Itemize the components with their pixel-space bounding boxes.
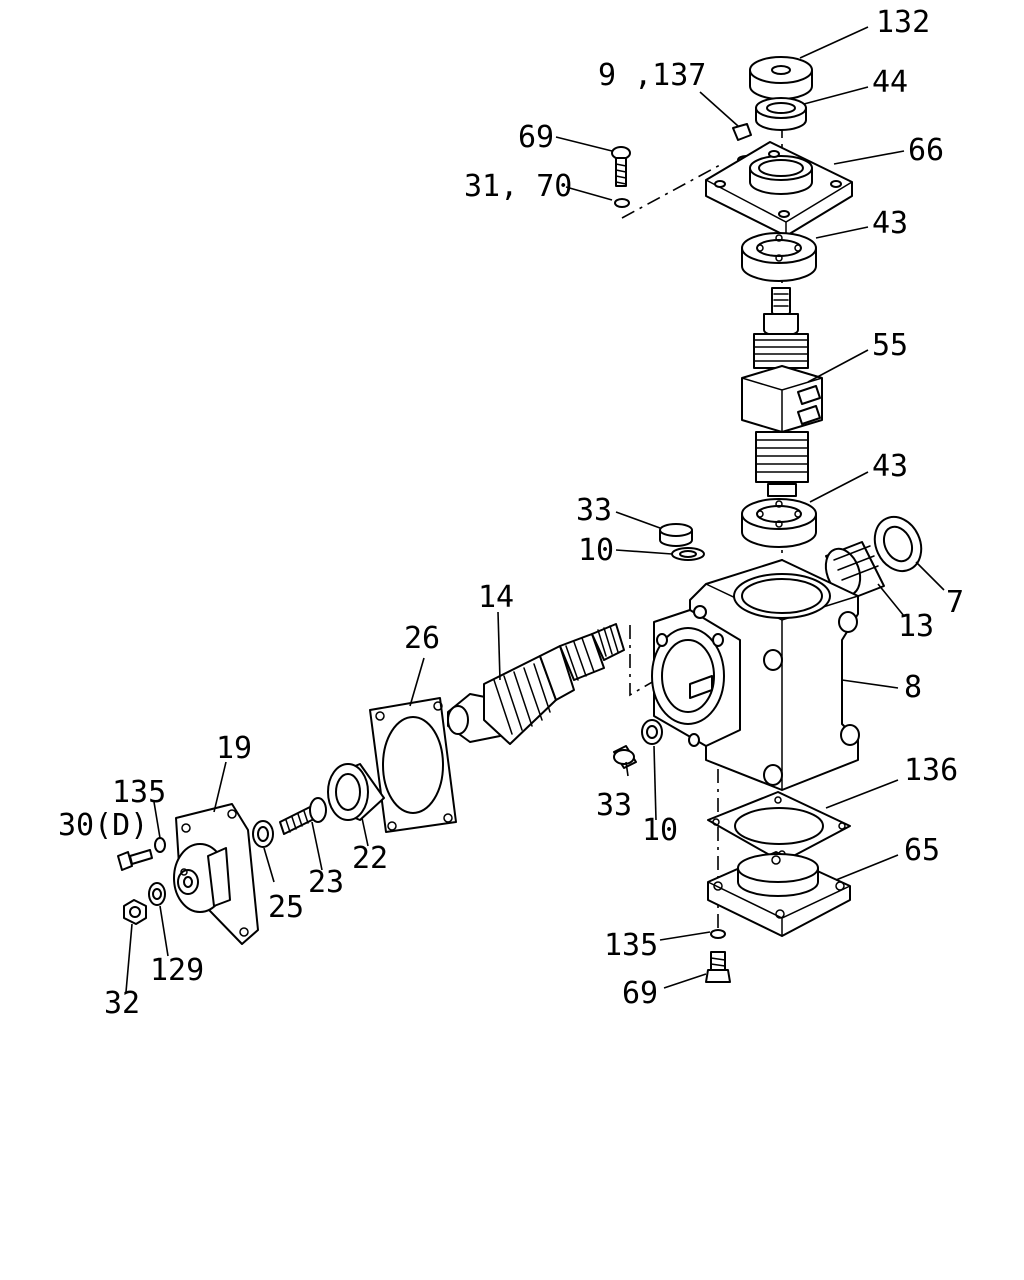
callout-10-middle: 10 xyxy=(642,813,678,848)
part-55-worm-shaft xyxy=(741,287,823,497)
part-43-bearing-top xyxy=(741,232,817,282)
callout-8: 8 xyxy=(904,670,922,705)
callout-25: 25 xyxy=(268,890,304,925)
part-136-gasket xyxy=(707,791,851,863)
part-69-bolt-top xyxy=(611,146,631,187)
part-129-washer xyxy=(148,882,166,906)
part-33-plug-top xyxy=(659,523,693,547)
callout-33-middle: 33 xyxy=(596,788,632,823)
callout-22: 22 xyxy=(352,841,388,876)
callout-32: 32 xyxy=(104,986,140,1021)
part-135-washer-bottom xyxy=(710,929,726,939)
callout-136: 136 xyxy=(904,753,958,788)
part-26-gasket xyxy=(369,697,457,833)
callout-30d: 30(D) xyxy=(58,808,148,843)
part-43-bearing-middle xyxy=(741,498,817,548)
callout-44: 44 xyxy=(872,65,908,100)
callout-43-top: 43 xyxy=(872,206,908,241)
part-10-washer-top xyxy=(671,547,705,561)
part-33-plug-middle xyxy=(613,745,637,769)
part-19-side-cover xyxy=(173,803,259,945)
leader-lines xyxy=(125,26,945,993)
part-132-cap xyxy=(749,56,813,100)
callout-23: 23 xyxy=(308,865,344,900)
callout-129: 129 xyxy=(150,953,204,988)
part-44-oil-seal xyxy=(755,97,807,131)
part-23-adjusting-screw xyxy=(279,797,327,835)
callout-69-top: 69 xyxy=(518,120,554,155)
callout-13: 13 xyxy=(898,609,934,644)
callout-9-137: 9 ,137 xyxy=(598,58,706,93)
callout-31-70: 31, 70 xyxy=(464,169,572,204)
callout-14: 14 xyxy=(478,580,514,615)
callout-19: 19 xyxy=(216,731,252,766)
callout-135-bottom: 135 xyxy=(604,928,658,963)
part-65-lower-cover xyxy=(707,851,851,937)
part-10-washer-middle xyxy=(641,719,663,745)
callout-labels: 132 9 ,137 44 69 66 31, 70 43 55 43 33 1… xyxy=(58,5,964,1021)
part-66-flange-cover xyxy=(705,141,853,237)
part-31-70-washer xyxy=(614,198,630,208)
callout-55: 55 xyxy=(872,328,908,363)
callout-65: 65 xyxy=(904,833,940,868)
part-69-bolt-bottom xyxy=(705,951,731,983)
part-135-washer-left xyxy=(154,837,166,853)
part-25-washer xyxy=(252,820,274,848)
callout-132: 132 xyxy=(876,5,930,40)
callout-26: 26 xyxy=(404,621,440,656)
callout-10-top: 10 xyxy=(578,533,614,568)
part-30d-bolt xyxy=(117,849,153,871)
part-14-pinion-shaft xyxy=(447,623,625,745)
callout-7: 7 xyxy=(946,585,964,620)
callout-43-middle: 43 xyxy=(872,449,908,484)
callout-33-top: 33 xyxy=(576,493,612,528)
part-8-gear-housing xyxy=(651,559,860,791)
part-22-needle-bearing xyxy=(327,763,385,821)
part-32-nut xyxy=(123,899,147,925)
callout-135-left: 135 xyxy=(112,775,166,810)
callout-66: 66 xyxy=(908,133,944,168)
bolt-axis-top xyxy=(621,164,721,219)
part-7-oil-seal xyxy=(873,515,923,573)
callout-69-bottom: 69 xyxy=(622,976,658,1011)
